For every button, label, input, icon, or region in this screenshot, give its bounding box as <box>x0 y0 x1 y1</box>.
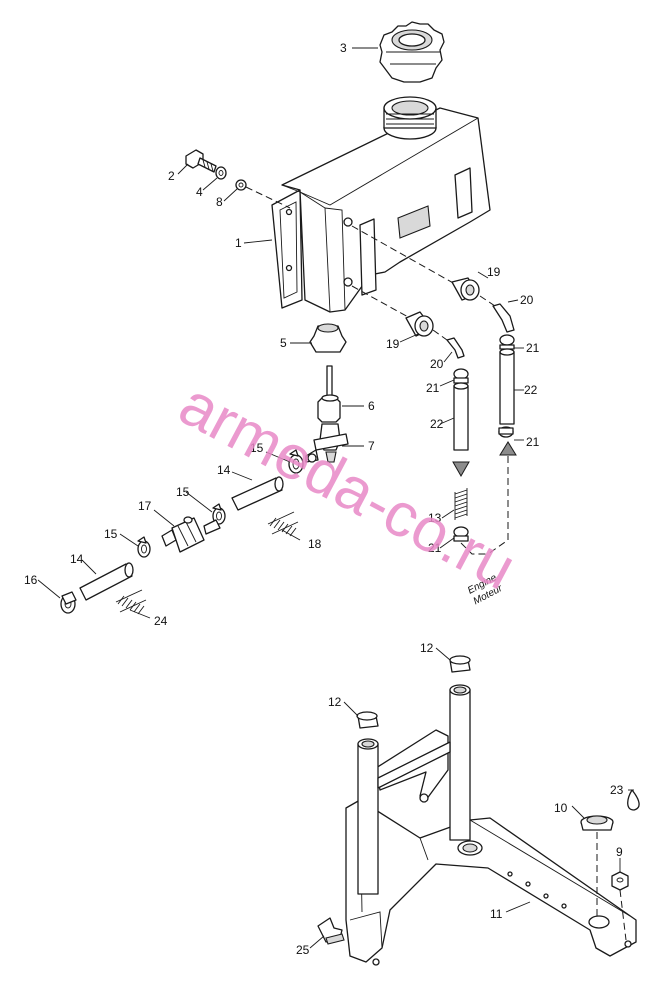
callout-15-c: 15 <box>104 527 118 541</box>
callout-20-a: 20 <box>520 293 534 307</box>
grommets-and-elbows <box>351 225 515 359</box>
mounting-frame <box>345 684 637 966</box>
rubber-mount <box>309 323 347 353</box>
springs <box>115 511 299 615</box>
hose-clamps <box>137 449 304 558</box>
callout-22-a: 22 <box>430 417 444 431</box>
callout-23: 23 <box>610 783 624 797</box>
right-hose-group <box>487 334 517 555</box>
callout-21-c: 21 <box>526 435 540 449</box>
callout-25: 25 <box>296 943 310 957</box>
callout-18: 18 <box>308 537 322 551</box>
callout-6: 6 <box>368 399 375 413</box>
callout-15-a: 15 <box>250 441 264 455</box>
callout-10: 10 <box>554 801 568 815</box>
fuel-valve <box>305 365 349 463</box>
hose-end-clip <box>60 591 77 614</box>
post-caps <box>356 655 471 729</box>
callout-4: 4 <box>196 185 203 199</box>
callout-1: 1 <box>235 236 242 250</box>
callout-7: 7 <box>368 439 375 453</box>
fuel-cap <box>379 21 445 83</box>
callout-8: 8 <box>216 195 223 209</box>
callout-19-a: 19 <box>487 265 501 279</box>
leader-lines <box>37 47 634 949</box>
callout-21-b: 21 <box>426 381 440 395</box>
callout-2: 2 <box>168 169 175 183</box>
callout-numbers: 3 2 4 8 1 5 6 7 15 14 15 17 15 14 16 18 … <box>24 41 624 957</box>
callout-15-b: 15 <box>176 485 190 499</box>
fuel-hoses <box>79 476 284 601</box>
callout-14-b: 14 <box>70 552 84 566</box>
callout-17: 17 <box>138 499 152 513</box>
callout-21-d: 21 <box>428 541 442 555</box>
grommet-nut-drop <box>580 789 640 941</box>
callout-12-b: 12 <box>328 695 342 709</box>
callout-22-b: 22 <box>524 383 538 397</box>
callout-9: 9 <box>616 845 623 859</box>
callout-20-b: 20 <box>430 357 444 371</box>
callout-13: 13 <box>428 511 442 525</box>
callout-19-b: 19 <box>386 337 400 351</box>
callout-3: 3 <box>340 41 347 55</box>
fuel-filter <box>161 516 221 553</box>
watermark-text: armeda-co.ru <box>168 369 526 603</box>
left-hose-group <box>452 368 488 555</box>
callout-5: 5 <box>280 336 287 350</box>
cable-clamp <box>317 917 345 945</box>
callout-11: 11 <box>490 907 503 921</box>
fuel-tank <box>271 96 491 313</box>
callout-21-a: 21 <box>526 341 540 355</box>
callout-14-a: 14 <box>217 463 231 477</box>
callout-16: 16 <box>24 573 38 587</box>
callout-24: 24 <box>154 614 168 628</box>
bolt-and-washers <box>185 149 291 209</box>
callout-12-a: 12 <box>420 641 434 655</box>
